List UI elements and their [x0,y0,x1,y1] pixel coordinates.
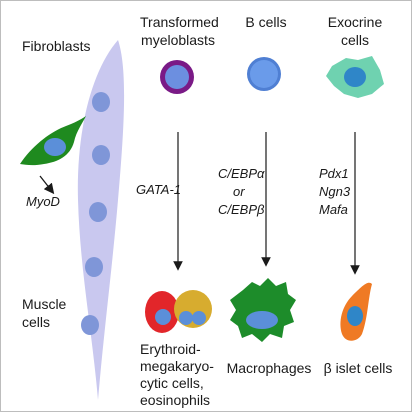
erythroid-label-line4: eosinophils [140,392,211,408]
mafa-label: Mafa [319,202,348,217]
exocrine-cells-label-line2: cells [340,32,369,48]
cebp-alpha-label: C/EBPα [218,166,265,181]
macrophage-nucleus [246,311,278,329]
myod-label: MyoD [26,194,60,209]
eosinophil-nucleus [179,311,193,325]
eosinophil-cell [174,290,212,328]
exocrine-nucleus [344,67,366,87]
macrophages-label: Macrophages [226,360,312,376]
b-cell-nucleus [250,60,278,88]
muscle-nucleus [85,257,103,277]
beta-islet-cells-label: β islet cells [323,360,393,376]
muscle-nucleus [92,92,110,112]
fibroblasts-label: Fibroblasts [22,38,91,54]
fibroblast-nucleus [44,138,66,156]
muscle-nucleus [81,315,99,335]
muscle-nucleus [89,202,107,222]
erythroid-label-line1: Erythroid- [140,341,201,357]
figure-frame [0,0,412,412]
transformed-myeloblasts-label-line1: Transformed [140,14,219,30]
gata1-label: GATA-1 [136,182,182,197]
cebp-beta-label: C/EBPβ [218,202,265,217]
muscle-cells-label-line1: Muscle [22,296,67,312]
exocrine-cells-label-line1: Exocrine [327,14,383,30]
muscle-cells-label-line2: cells [22,314,51,330]
erythroid-nucleus [155,309,171,325]
b-cells-label: B cells [245,14,287,30]
cebp-or-label: or [233,184,245,199]
erythroid-label-line3: cytic cells, [140,375,204,391]
eosinophil-nucleus [192,311,206,325]
myod-arrow [39,175,55,195]
macrophage-cell [230,278,296,342]
myeloblast-nucleus [165,65,189,89]
erythroid-label-line2: megakaryo- [140,358,214,374]
beta-islet-nucleus [347,306,363,326]
muscle-nucleus [92,145,110,165]
transformed-myeloblasts-label-line2: myeloblasts [141,32,215,48]
ngn3-label: Ngn3 [319,184,351,199]
pdx1-label: Pdx1 [319,166,349,181]
